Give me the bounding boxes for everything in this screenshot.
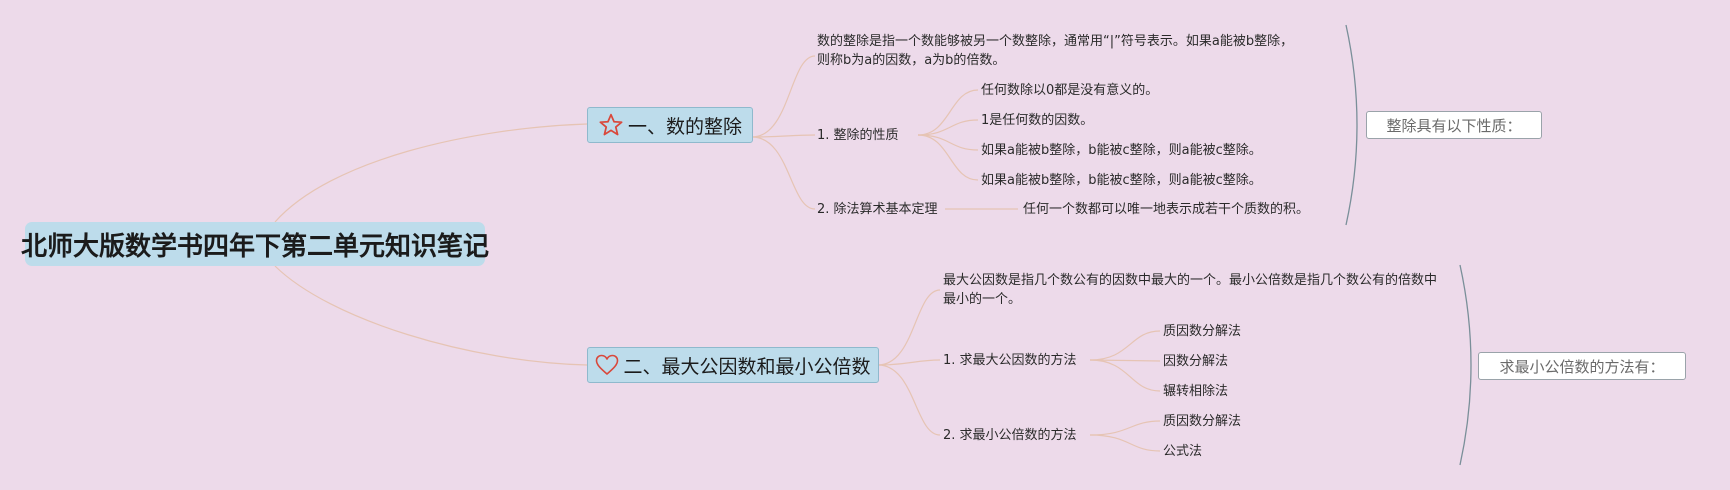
link-b2-definition: [877, 289, 941, 366]
gcd-method-item[interactable]: 因数分解法: [1163, 354, 1229, 369]
heart-icon: [595, 354, 619, 376]
branch-divisibility[interactable]: 一、数的整除: [587, 107, 753, 143]
summary-divisibility[interactable]: 整除具有以下性质：: [1366, 111, 1542, 139]
summary-bracket-1: [1345, 24, 1358, 226]
link-prop-3: [917, 134, 979, 151]
link-gcd-3: [1089, 359, 1161, 392]
summary-bracket-2: [1459, 264, 1472, 466]
link-prop-1: [917, 89, 979, 136]
divisibility-property-label[interactable]: 1. 整除的性质: [817, 128, 899, 143]
summary-lcm[interactable]: 求最小公倍数的方法有：: [1478, 352, 1686, 380]
link-b1-definition: [751, 55, 816, 138]
lcm-method-label[interactable]: 2. 求最小公倍数的方法: [943, 428, 1077, 443]
branch-gcd-lcm[interactable]: 二、最大公因数和最小公倍数: [587, 347, 879, 383]
branch-gcd-lcm-title: 二、最大公因数和最小公倍数: [623, 355, 871, 378]
link-b1-property: [751, 134, 816, 138]
link-root-branch2: [274, 265, 588, 366]
star-icon: [598, 112, 624, 138]
gcd-lcm-definition[interactable]: 最大公因数是指几个数公有的因数中最大的一个。最小公倍数是指几个数公有的倍数中最小…: [943, 273, 1438, 307]
divisibility-definition[interactable]: 数的整除是指一个数能够被另一个数整除，通常用“|”符号表示。如果a能被b整除，则…: [817, 34, 1294, 68]
link-b2-lcm: [877, 364, 941, 436]
property-item[interactable]: 1是任何数的因数。: [981, 113, 1094, 128]
property-item[interactable]: 任何数除以0都是没有意义的。: [981, 83, 1159, 98]
link-gcd-1: [1089, 330, 1161, 361]
root-title: 北师大版数学书四年下第二单元知识笔记: [21, 231, 490, 262]
gcd-method-item[interactable]: 质因数分解法: [1163, 324, 1242, 339]
link-prop-2: [917, 119, 979, 136]
property-item[interactable]: 如果a能被b整除，b能被c整除，则a能被c整除。: [981, 173, 1262, 188]
theorem-label[interactable]: 2. 除法算术基本定理: [817, 202, 938, 217]
branch-divisibility-title: 一、数的整除: [627, 115, 742, 138]
theorem-text[interactable]: 任何一个数都可以唯一地表示成若干个质数的积。: [1023, 202, 1310, 217]
link-b2-gcd: [877, 359, 941, 366]
property-item[interactable]: 如果a能被b整除，b能被c整除，则a能被c整除。: [981, 143, 1262, 158]
link-gcd-2: [1089, 359, 1161, 362]
root-topic[interactable]: 北师大版数学书四年下第二单元知识笔记: [21, 222, 489, 266]
gcd-method-label[interactable]: 1. 求最大公因数的方法: [943, 353, 1077, 368]
link-lcm-1: [1089, 420, 1161, 436]
link-prop-4: [917, 134, 979, 181]
lcm-method-item[interactable]: 质因数分解法: [1163, 414, 1242, 429]
link-b1-theorem: [751, 136, 816, 210]
link-root-branch1: [274, 123, 588, 223]
link-lcm-2: [1089, 434, 1161, 452]
gcd-method-item[interactable]: 辗转相除法: [1163, 384, 1229, 399]
lcm-method-item[interactable]: 公式法: [1163, 444, 1203, 459]
